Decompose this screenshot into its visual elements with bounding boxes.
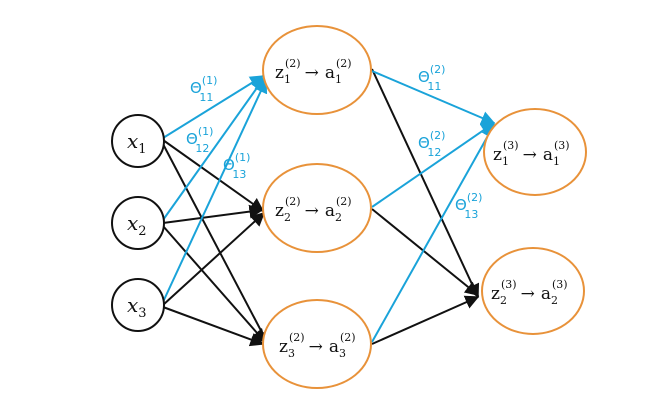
z-sup: (2) [289,331,305,344]
edges-layer2-blue [371,70,496,343]
weight-label-theta12-1: Θ(1)12 [186,125,213,155]
z-var: z [275,63,284,83]
svg-text:x1: x1 [127,129,147,157]
edge-x1-h2 [162,139,265,212]
z-var: z [279,337,288,357]
z-sub: 2 [284,211,291,224]
edges-layer1-blue [162,75,268,303]
output-node-2: z2(3)→a2(3) [481,247,585,335]
edge-x3-h1 [162,78,268,303]
edge-x1-h3 [162,143,269,346]
weight-label-theta13-1: Θ(1)13 [223,151,250,181]
arrow-glyph: → [523,145,537,165]
svg-text:x3: x3 [127,293,147,321]
a-sub: 3 [339,347,346,360]
a-var: a [329,337,339,357]
input-node-x2: x2 [111,196,165,250]
a-sup: (2) [340,331,356,344]
hidden-node-1: z1(2)→a1(2) [262,25,372,115]
z-sup: (3) [501,278,517,291]
edges-layer2-black [371,68,480,345]
z-var: z [491,284,500,304]
svg-text:x2: x2 [127,211,147,239]
arrow-glyph: → [309,337,323,357]
edge-h1-o2 [371,68,480,299]
edge-x3-h3 [162,306,265,347]
z-sup: (2) [285,195,301,208]
output-node-1: z1(3)→a1(3) [483,108,587,196]
z-var: z [493,145,502,165]
input-var: x [127,211,138,235]
z-var: z [275,201,284,221]
a-sup: (3) [554,139,570,152]
input-sub: 3 [138,306,146,321]
svg-text:z2(3)→a2(3): z2(3)→a2(3) [491,278,568,307]
hidden-layer: z1(2)→a1(2) z2(2)→a2(2) z3(2)→a3(2) [262,25,372,389]
input-node-x1: x1 [111,114,165,168]
input-var: x [127,293,138,317]
edge-x2-h1 [162,76,265,221]
a-sup: (2) [336,195,352,208]
a-sub: 2 [551,294,558,307]
svg-text:z3(2)→a3(2): z3(2)→a3(2) [279,331,356,360]
input-sub: 2 [138,224,146,239]
svg-text:z2(2)→a2(2): z2(2)→a2(2) [275,195,352,224]
a-sup: (2) [336,57,352,70]
hidden-node-2: z2(2)→a2(2) [262,163,372,253]
svg-text:z1(3)→a1(3): z1(3)→a1(3) [493,139,570,168]
input-sub: 1 [138,142,146,157]
weight-label-theta13-2: Θ(2)13 [455,191,482,221]
arrow-glyph: → [305,63,319,83]
z-sub: 1 [284,73,291,86]
z-sub: 2 [500,294,507,307]
edges-layer1-black [162,139,269,347]
z-sub: 1 [502,155,509,168]
edge-x2-h2 [162,204,264,224]
a-sub: 1 [553,155,560,168]
weight-labels: Θ(1)11 Θ(1)12 Θ(1)13 Θ(2)11 Θ(2)12 Θ(2)1… [186,63,482,221]
a-var: a [541,284,551,304]
edge-h1-o1 [371,70,496,125]
edge-h2-o2 [371,208,480,296]
weight-label-theta11-1: Θ(1)11 [190,74,217,104]
edge-x3-h2 [162,212,266,306]
a-sub: 2 [335,211,342,224]
edge-h3-o1 [371,123,495,343]
a-var: a [325,201,335,221]
weight-label-theta11-2: Θ(2)11 [418,63,445,93]
a-sup: (3) [552,278,568,291]
edge-h3-o2 [371,295,480,345]
edge-x1-h1 [162,75,265,139]
z-sub: 3 [288,347,295,360]
edge-h2-o1 [371,122,496,208]
input-node-x3: x3 [111,278,165,332]
arrow-glyph: → [521,284,535,304]
z-sup: (3) [503,139,519,152]
z-sup: (2) [285,57,301,70]
a-sub: 1 [335,73,342,86]
svg-text:z1(2)→a1(2): z1(2)→a1(2) [275,57,352,86]
a-var: a [325,63,335,83]
output-layer: z1(3)→a1(3) z2(3)→a2(3) [481,108,587,335]
a-var: a [543,145,553,165]
edge-x2-h3 [162,225,266,344]
arrow-glyph: → [305,201,319,221]
input-var: x [127,129,138,153]
hidden-node-3: z3(2)→a3(2) [262,299,372,389]
input-layer: x1 x2 x3 [111,114,165,332]
weight-label-theta12-2: Θ(2)12 [418,129,445,159]
